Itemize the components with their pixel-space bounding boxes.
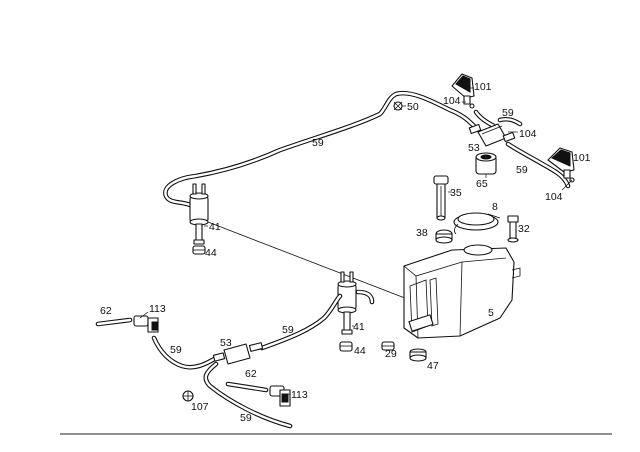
callout-62-left: 62	[100, 305, 112, 317]
grommet-38	[435, 229, 453, 244]
hose-upper-59	[163, 90, 481, 211]
grommet-upper	[192, 245, 206, 255]
connector-50	[393, 101, 403, 111]
grommet-47	[409, 348, 427, 362]
level-sensor-35	[433, 175, 449, 221]
callout-113-right: 113	[291, 389, 308, 401]
hose-lower	[95, 293, 343, 429]
washer-reservoir	[403, 244, 521, 339]
grommet-lower	[339, 341, 353, 352]
callout-44-upper: 44	[205, 247, 217, 259]
callout-59-lower-nozzle: 59	[516, 164, 528, 176]
callout-44-lower: 44	[354, 345, 366, 357]
check-valve-lower	[212, 342, 264, 365]
leader-lines	[139, 87, 573, 395]
bolt-32	[507, 215, 519, 243]
callout-50: 50	[407, 101, 419, 113]
callout-38: 38	[416, 227, 428, 239]
callout-104-lower: 104	[545, 191, 563, 203]
callout-59-mid: 59	[282, 324, 294, 336]
callout-32: 32	[518, 223, 530, 235]
clip-107	[182, 390, 194, 402]
callout-29: 29	[385, 348, 397, 360]
filler-cap-8	[453, 212, 499, 235]
callout-53-upper: 53	[468, 142, 480, 154]
check-valve-upper	[468, 123, 516, 147]
callout-59-nozzle: 59	[502, 107, 514, 119]
washer-pump-lower	[337, 271, 375, 335]
callout-62-right: 62	[245, 368, 257, 380]
callout-47: 47	[427, 360, 439, 372]
callout-59-left: 59	[170, 344, 182, 356]
tee-connector-left	[133, 315, 159, 333]
callout-59-upper-hose: 59	[312, 137, 324, 149]
guide-line	[207, 221, 411, 301]
callout-labels: 101 104 50 59 59 104 53 65 59 101 104 35…	[100, 81, 591, 424]
tee-connector-right	[269, 385, 291, 407]
callout-104-mid: 104	[519, 128, 537, 140]
callout-41-upper: 41	[209, 221, 221, 233]
callout-53-lower: 53	[220, 337, 232, 349]
filter-65	[475, 152, 497, 175]
washer-pump-upper	[189, 183, 209, 245]
washer-nozzle-upper	[451, 73, 475, 109]
grommet-29	[381, 341, 395, 351]
callout-104-upper: 104	[443, 95, 461, 107]
callout-101-upper: 101	[474, 81, 492, 93]
callout-5: 5	[488, 307, 494, 319]
callout-113-left: 113	[149, 303, 166, 315]
callout-59-bottom: 59	[240, 412, 252, 424]
callout-65: 65	[476, 178, 488, 190]
callout-107: 107	[191, 401, 209, 413]
callout-8: 8	[492, 201, 498, 213]
hose-nozzle-right	[473, 109, 571, 189]
callout-35: 35	[450, 187, 462, 199]
callout-101-lower: 101	[573, 152, 591, 164]
callout-41-lower: 41	[353, 321, 365, 333]
